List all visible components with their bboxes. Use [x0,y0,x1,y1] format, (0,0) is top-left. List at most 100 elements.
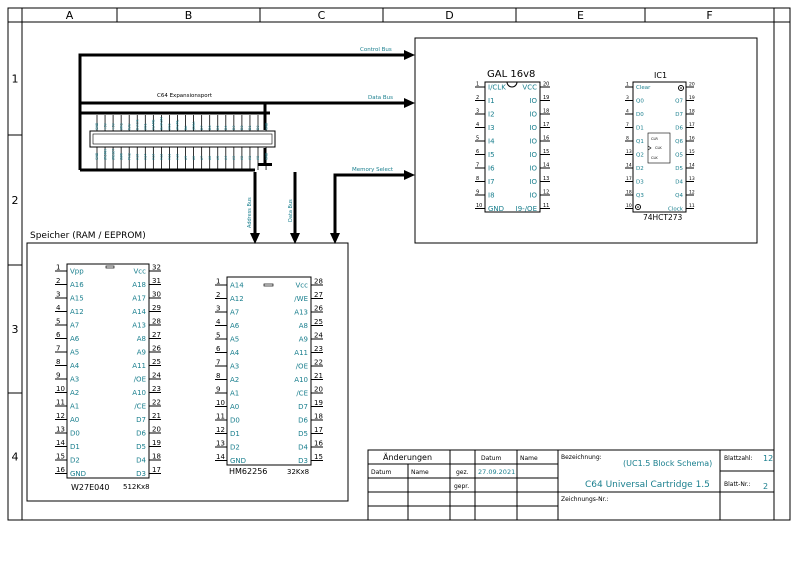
pin-label-right: IO [529,97,537,105]
pin-label-left: A7 [230,308,239,316]
pin-label-right: Vcc [296,281,309,289]
tb-bezeichnung: Bezeichnung: [561,454,602,461]
pin-number-right: 24 [314,332,323,340]
tb-datum-header: Datum [481,455,501,462]
ic1-marker-bottom-dot [637,206,639,208]
ic1-marker-top-dot [680,87,682,89]
tb-aenderungen: Änderungen [383,452,432,462]
connector-bottom-pin-label: A5 [216,156,220,160]
gal-notch [506,81,518,88]
connector-bottom-pin-label: A2 [240,156,244,160]
connector-top-pin-label: /IO2 [168,123,172,130]
pin-label-right: /OE [296,362,308,370]
pin-number-right: 18 [543,109,549,115]
connector-bottom-pin-label: A11 [168,154,172,160]
pin-label-left: I4 [488,137,495,145]
pin-number-left: 3 [476,109,479,115]
pin-label-right: D4 [298,443,308,451]
pin-number-right: 20 [314,386,323,394]
pin-number-left: 15 [56,453,65,461]
memory-select-label: Memory Select [352,167,394,173]
connector-top-pin-label: /DMA [192,121,196,130]
w27-chip [66,263,150,479]
ic1-inner-block [647,132,671,164]
col-label: C [318,9,326,22]
col-label: F [706,9,712,22]
connector-bottom-pin-label: A3 [232,156,236,160]
pin-number-right: 18 [689,109,695,115]
pin-number-left: 3 [216,305,220,313]
pin-number-left: 8 [56,358,60,366]
pin-label-right: Vcc [134,267,147,275]
pin-number-right: 18 [152,453,161,461]
pin-label-right: A8 [137,335,146,343]
memory-select-down-arrow [330,233,340,244]
connector-top-pin-label: D3 [232,126,236,130]
pin-label-left: A5 [230,335,239,343]
pin-label-right: A18 [132,281,146,289]
pin-label-left: D3 [636,179,644,185]
pin-label-left: A2 [230,376,239,384]
pin-number-right: 14 [543,163,549,169]
pin-number-left: 4 [216,318,221,326]
tb-gepr: gepr. [454,483,469,490]
pin-label-left: A6 [70,335,80,343]
connector-bottom-pin-label: A0 [256,156,260,160]
pin-number-left: 7 [56,345,60,353]
pin-label-left: D1 [636,125,644,131]
pin-number-right: 19 [152,439,161,447]
tb-blattzahl-label: Blattzahl: [724,455,752,462]
pin-label-right: /WE [294,295,308,303]
pin-number-right: 22 [314,359,323,367]
pin-label-right: Q6 [675,139,683,145]
pin-number-right: 16 [543,136,549,142]
bus-wires [78,53,405,238]
col-label: A [66,9,74,22]
pin-label-right: D6 [298,416,308,424]
pin-label-right: IO [529,178,537,186]
pin-number-left: 4 [626,109,629,115]
data-bus-vertical-label: Data Bus [288,199,294,222]
tb-zeichnungs-nr: Zeichnungs-Nr.: [561,496,608,503]
col-label: B [185,9,193,22]
pin-number-left: 14 [626,163,632,169]
pin-number-left: 10 [476,203,482,209]
pin-number-right: 12 [543,190,549,196]
gal-title: GAL 16v8 [487,69,535,80]
pin-label-left: A0 [70,416,79,424]
col-label: E [577,9,584,22]
pin-label-right: IO [529,137,537,145]
pin-number-left: 8 [626,136,629,142]
pin-label-right: /CE [296,389,308,397]
connector-top-pin-label: GND [95,122,99,130]
col-label: D [445,9,453,22]
tb-blatt-nr: 2 [763,482,768,491]
pin-number-right: 17 [152,466,161,474]
pin-number-right: 28 [314,278,323,286]
row-label: 3 [12,323,19,336]
pin-number-right: 25 [152,358,161,366]
pin-number-left: 2 [216,291,220,299]
pin-label-left: Q2 [636,152,644,158]
pin-number-left: 10 [56,385,65,393]
pin-label-right: D7 [675,112,683,118]
pin-number-left: 7 [476,163,479,169]
ic1-chip [632,81,687,213]
data-bus-down-arrow [290,233,300,244]
pin-number-left: 6 [56,331,61,339]
pin-label-left: GND [488,205,504,213]
pin-number-right: 18 [314,413,323,421]
pin-label-left: A6 [230,322,240,330]
column-grid: A B C D E F [8,8,790,23]
connector-top-pin-label: /ROML [176,119,180,130]
connector-top-pin-label: R/W [127,123,131,130]
pin-number-right: 20 [689,82,695,88]
row-label: 4 [12,451,19,464]
gnd-symbol [258,163,272,166]
pin-number-right: 15 [314,453,323,461]
pin-number-left: 16 [56,466,65,474]
pin-number-right: 16 [689,136,695,142]
pin-number-left: 7 [626,122,629,128]
